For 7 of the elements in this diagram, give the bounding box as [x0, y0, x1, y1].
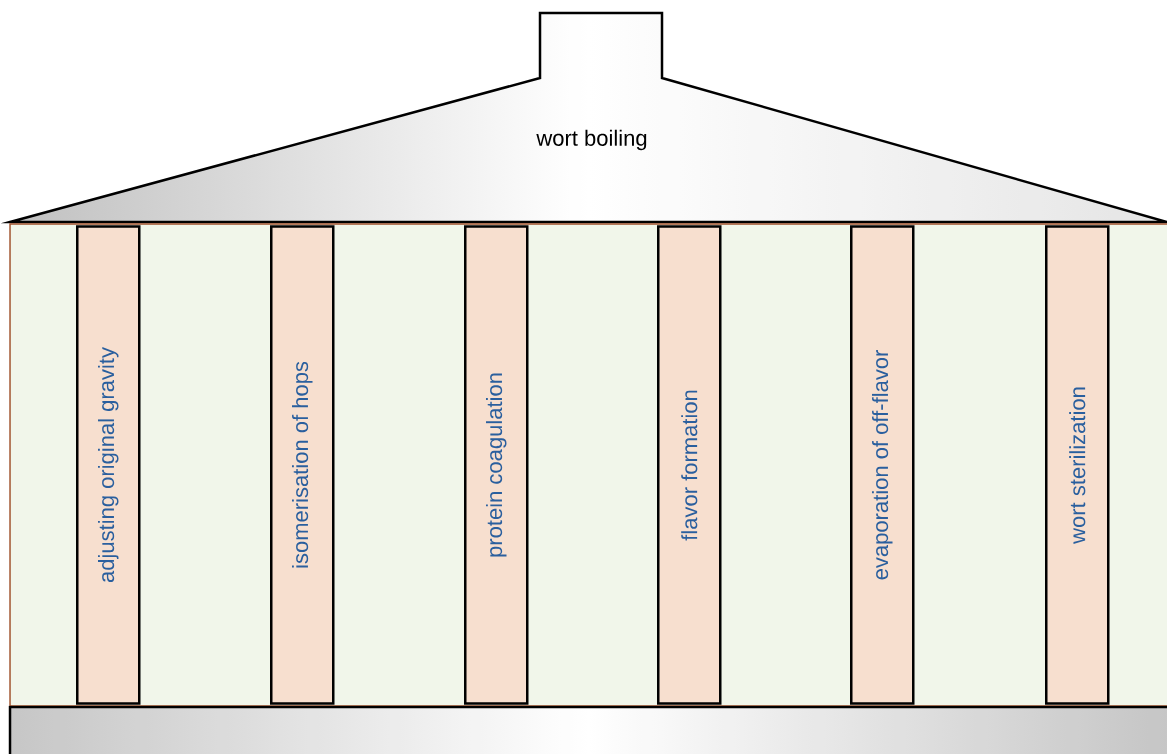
pillar: adjusting original gravity — [76, 225, 141, 705]
base-slab — [8, 705, 1167, 754]
pillar: wort sterilization — [1045, 225, 1110, 705]
pillar: protein coagulation — [464, 225, 529, 705]
pillar: isomerisation of hops — [270, 225, 335, 705]
pillar: flavor formation — [657, 225, 722, 705]
pillar: evaporation of off-flavor — [850, 225, 915, 705]
